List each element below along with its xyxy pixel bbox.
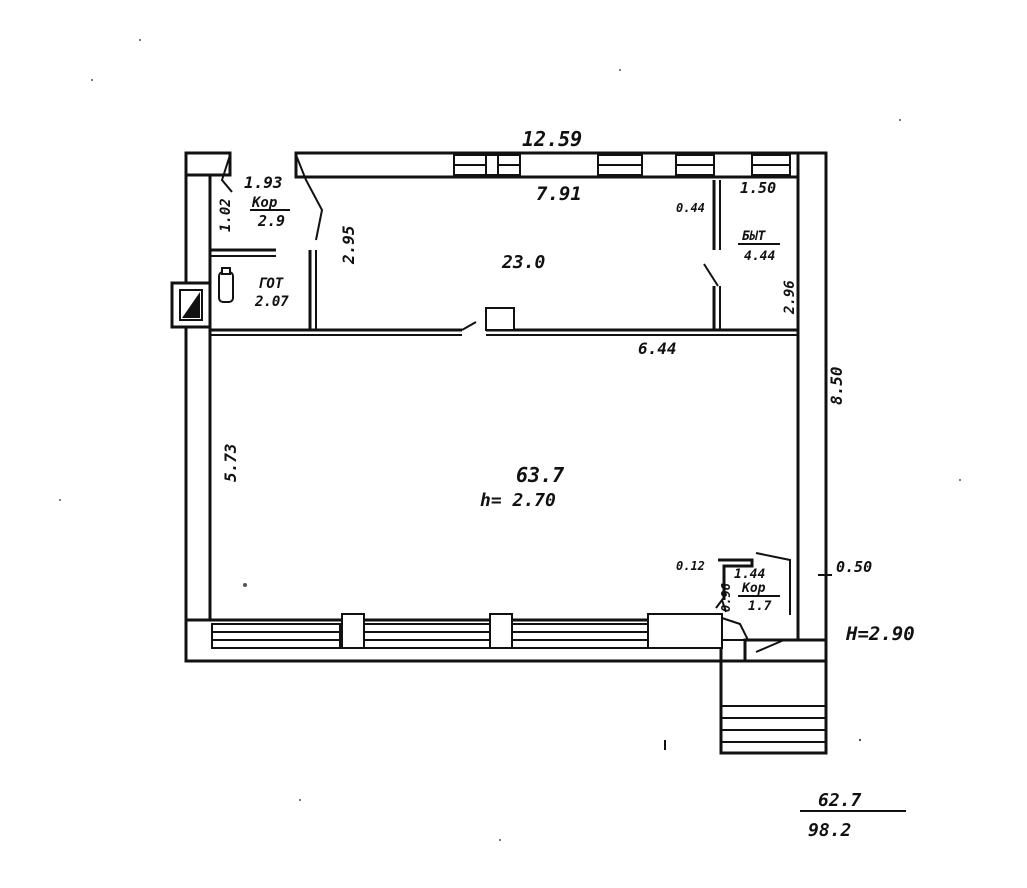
partitions bbox=[210, 154, 798, 336]
back-room-area-label: 23.0 bbox=[501, 252, 546, 273]
partition-length-label: 6.44 bbox=[638, 339, 677, 358]
total-area-numerator: 62.7 bbox=[818, 790, 862, 811]
entry-opening-label: 0.12 bbox=[676, 559, 705, 573]
entry-vestibule bbox=[715, 552, 832, 653]
hall-height-label: h= 2.70 bbox=[480, 490, 556, 511]
toilet-name-label: ГОТ bbox=[258, 276, 284, 292]
utility-opening-label: 0.44 bbox=[676, 201, 705, 215]
scan-noise bbox=[59, 39, 961, 841]
corridor-area-label: 2.9 bbox=[257, 212, 285, 230]
exterior-height-label: H=2.90 bbox=[845, 623, 915, 645]
corridor-width-label: 1.93 bbox=[244, 173, 283, 192]
utility-area-label: 4.44 bbox=[744, 249, 775, 264]
overall-depth-label: 8.50 bbox=[827, 366, 846, 405]
entry-width-label: 1.44 bbox=[734, 567, 765, 582]
left-wall bbox=[184, 151, 212, 663]
back-room-length-label: 7.91 bbox=[536, 183, 582, 205]
entry-steps bbox=[719, 659, 828, 755]
utility-width-label: 1.50 bbox=[740, 179, 776, 197]
entry-name-label: Кор bbox=[741, 581, 766, 596]
top-windows bbox=[453, 154, 791, 176]
exterior-wall-label: 0.50 bbox=[836, 558, 872, 576]
outer-walls bbox=[184, 151, 828, 663]
overall-width-label: 12.59 bbox=[522, 127, 582, 151]
utility-depth-label: 2.96 bbox=[782, 280, 798, 315]
entry-area-label: 1.7 bbox=[748, 599, 772, 614]
top-wall bbox=[294, 151, 828, 179]
corridor-name-label: Кор bbox=[251, 195, 277, 211]
utility-name-label: БЫТ bbox=[742, 229, 767, 244]
bottom-windows bbox=[211, 613, 723, 649]
total-area-denominator: 98.2 bbox=[808, 820, 851, 841]
top-wall-left bbox=[184, 151, 232, 177]
right-wall bbox=[796, 151, 828, 663]
entry-side-label: 0.96 bbox=[719, 583, 733, 612]
plan-labels: 12.59 7.91 23.0 2.95 1.93 Кор 2.9 1.02 Г… bbox=[218, 127, 915, 841]
toilet-area-label: 2.07 bbox=[254, 294, 289, 310]
back-room-depth-label: 2.95 bbox=[339, 225, 358, 265]
hall-side-label: 5.73 bbox=[221, 443, 240, 482]
hall-area-label: 63.7 bbox=[516, 463, 564, 487]
vent-block bbox=[170, 281, 212, 329]
corridor-side-label: 1.02 bbox=[218, 198, 234, 232]
